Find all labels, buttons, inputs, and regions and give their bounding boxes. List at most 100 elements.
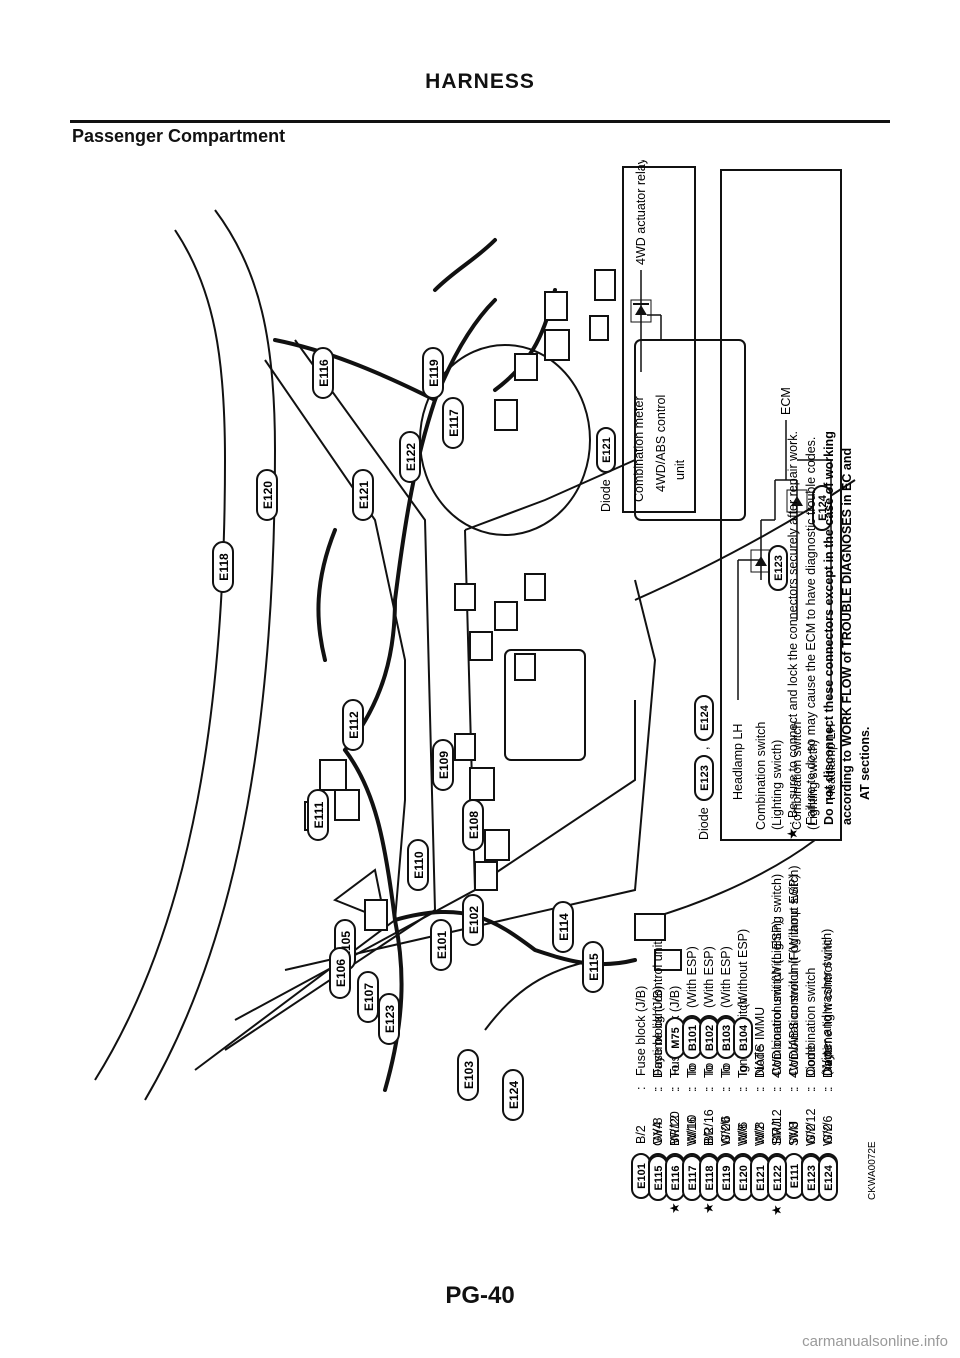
connector-id: E123: [806, 1165, 818, 1191]
wire-color: W/2: [821, 1124, 835, 1146]
connector-id: E111: [789, 1164, 801, 1188]
wire-color: B/2: [702, 1127, 716, 1146]
callout-e117: E117: [442, 397, 464, 449]
note-line3: Do not disconnect these connectors excep…: [822, 431, 836, 825]
connector-desc: To: [702, 1063, 716, 1076]
note-line4: according to WORK FLOW of TROUBLE DIAGNO…: [840, 448, 854, 825]
svg-text:E101: E101: [435, 931, 449, 959]
connector-desc: To: [719, 1065, 733, 1078]
svg-text:E117: E117: [447, 409, 461, 437]
colon: :: [821, 1089, 835, 1092]
wire-color: W/20: [719, 1117, 733, 1146]
connector-desc: To: [719, 1063, 733, 1076]
connector-note: (With ESP): [685, 946, 699, 1008]
diode1-conn: E121: [601, 437, 613, 463]
diode1-title: Diode: [599, 479, 613, 512]
svg-text:E106: E106: [334, 959, 348, 987]
diode2-d: Headlamp LH: [824, 724, 838, 800]
wire-color: GY/12: [804, 1109, 818, 1144]
colon: :: [719, 1087, 733, 1090]
svg-text:E112: E112: [347, 711, 361, 739]
svg-text:E124: E124: [507, 1081, 521, 1109]
svg-text:E109: E109: [437, 751, 451, 779]
to-connector-id: B101: [687, 1025, 699, 1051]
colon: :: [821, 1087, 835, 1090]
diode1-left3: unit: [673, 459, 687, 480]
callout-e110: E110: [407, 839, 429, 891]
callout-e111: E111: [307, 789, 329, 841]
wire-color: W/6: [736, 1122, 750, 1144]
colon: :: [685, 1089, 699, 1092]
wire-color: W/2: [804, 1124, 818, 1146]
svg-text:E107: E107: [362, 983, 376, 1011]
connector-desc2: (Wiper and washer switch): [820, 929, 834, 1076]
connector-desc: Diode: [753, 1045, 767, 1078]
connector-blocks: [304, 269, 682, 971]
watermark: carmanualsonline.info: [802, 1333, 948, 1350]
connector-desc: Combination switch (Fog lamp switch): [787, 866, 801, 1077]
diode2-inner-conn2: E124: [817, 494, 829, 521]
svg-text:E119: E119: [427, 359, 441, 387]
callout-e122: E122: [399, 431, 421, 483]
connector-desc: Daytime light control unit: [821, 939, 835, 1076]
colon: :: [736, 1089, 750, 1092]
diode2-b1: Combination switch: [754, 722, 768, 830]
colon: :: [702, 1089, 716, 1092]
wire-color: BR/16: [702, 1109, 716, 1144]
colon: :: [804, 1087, 818, 1090]
note-line1: : Be sure to connect and lock the connec…: [786, 431, 800, 825]
harness-diagram-svg: E118 E116 E119 E117 E120 E121 E122 E112 …: [94, 157, 878, 1216]
callout-e109: E109: [432, 739, 454, 791]
connector-desc: Fuse block (J/B): [651, 986, 665, 1076]
svg-text:E115: E115: [587, 953, 601, 981]
callout-e121: E121: [352, 469, 374, 521]
wire-color: B/2: [634, 1125, 648, 1144]
connector-desc: Fuse block (J/B): [634, 986, 648, 1076]
rotated-figure-content: E118 E116 E119 E117 E120 E121 E122 E112 …: [75, 157, 885, 1220]
wire-color: GY/8: [651, 1117, 665, 1146]
diode-e121-box: Diode E121 Combination meter 4WD/ABS con…: [596, 157, 696, 513]
wire-color: SMJ: [787, 1121, 801, 1146]
wire-color: GY/6: [719, 1115, 733, 1144]
callout-e120: E120: [256, 469, 278, 521]
connector-id: E116: [670, 1165, 682, 1190]
diode1-left2: 4WD/ABS control: [654, 395, 668, 492]
diode1-right: 4WD actuator relay: [634, 160, 648, 265]
colon: :: [787, 1089, 801, 1092]
diode2-right: ECM: [779, 387, 793, 415]
section-title: Passenger Compartment: [72, 126, 286, 146]
connector-note: (With ESP): [702, 946, 716, 1008]
callout-e103: E103: [457, 1049, 479, 1101]
diode2-conn2: E124: [699, 704, 711, 731]
callout-e112: E112: [342, 699, 364, 751]
connector-desc: To: [668, 1065, 682, 1078]
diode1-left1: Combination meter: [632, 396, 646, 502]
svg-text:E120: E120: [261, 481, 275, 509]
callout-e124: E124: [502, 1069, 524, 1121]
to-connector-id: B103: [721, 1025, 733, 1051]
connector-id: E118: [704, 1165, 716, 1190]
to-connector-id: B102: [704, 1025, 716, 1051]
callout-e119: E119: [422, 347, 444, 399]
note-block: ★ : Be sure to connect and lock the conn…: [784, 431, 872, 840]
figure.legend_right-row: SMJ:4WD/ABS control unit (Without ESP): [787, 874, 801, 1146]
diode-e123-e124-box: Diode E123 , E124 Headlamp LH Combinatio…: [694, 169, 842, 841]
connector-id: E101: [636, 1163, 648, 1189]
connector-desc: To: [702, 1065, 716, 1078]
header-rule: [70, 120, 890, 123]
colon: :: [702, 1087, 716, 1090]
wire-color: BR/20: [668, 1111, 682, 1146]
star-icon: ★: [667, 1202, 682, 1214]
colon: :: [668, 1087, 682, 1090]
wire-color: W/16: [685, 1117, 699, 1146]
connector-note: (With ESP): [719, 946, 733, 1008]
connector-desc: To: [685, 1065, 699, 1078]
diode2-sep: ,: [697, 747, 711, 750]
callout-e106: E106: [329, 947, 351, 999]
